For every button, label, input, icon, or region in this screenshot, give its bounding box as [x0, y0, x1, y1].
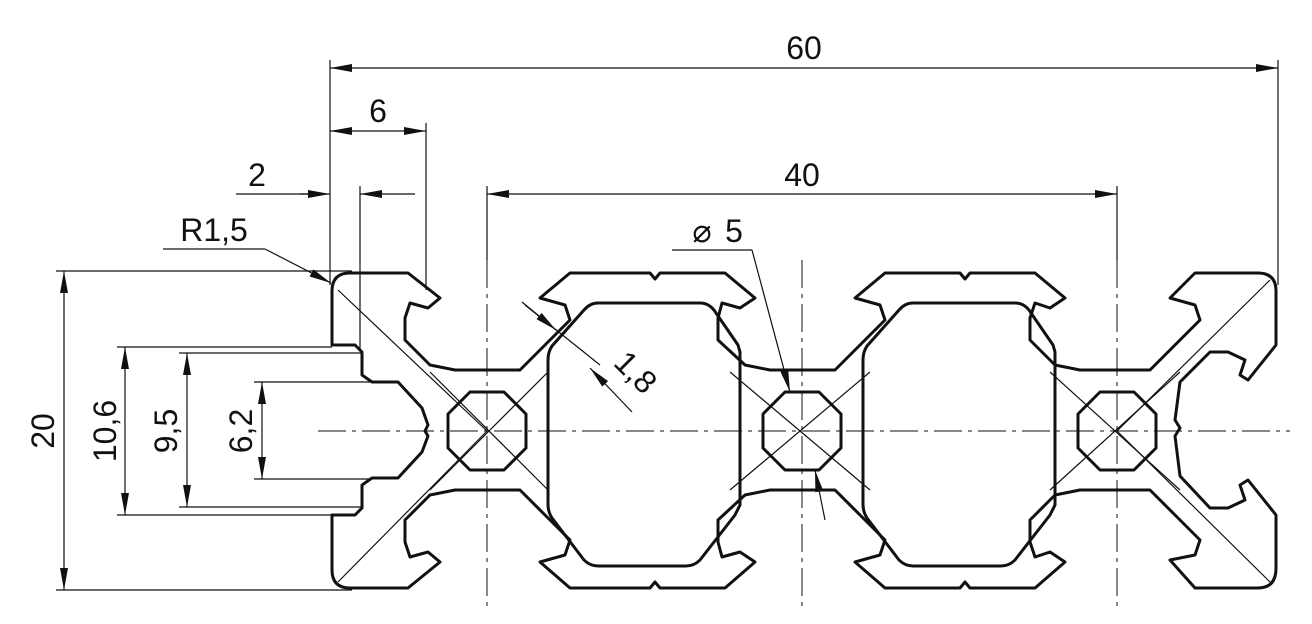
dimension-overall-height: 20 — [25, 270, 352, 591]
corner-radius-label: R1,5 — [180, 212, 248, 248]
slot-outer-width-label: 10,6 — [87, 400, 123, 462]
dimension-web-thickness: 1,8 — [521, 301, 664, 413]
diameter-symbol: ⌀ — [692, 213, 711, 249]
profile-outline — [330, 271, 1278, 590]
center-lines — [318, 260, 1290, 606]
slot-inner-width-label: 9,5 — [148, 409, 184, 453]
dimension-corner-radius: R1,5 — [163, 212, 332, 284]
slot-opening-label: 6,2 — [223, 409, 259, 453]
construction-lines — [337, 279, 1271, 583]
dimension-slot-offset: 6 — [330, 93, 427, 290]
bore-diameter-label: 5 — [725, 213, 743, 249]
cavity-left — [546, 301, 742, 568]
dimension-slot-pitch: 40 — [486, 157, 1118, 260]
dimension-wall-thickness: 2 — [236, 157, 415, 350]
slot-offset-label: 6 — [369, 93, 387, 129]
bore-left — [446, 390, 528, 472]
cavity-right — [861, 301, 1057, 568]
outer-contour — [330, 271, 1278, 590]
dimension-bore-diameter: ⌀ 5 — [672, 213, 826, 521]
dimension-slot-outer-width: 10,6 — [87, 346, 332, 516]
dimension-slot-inner-width: 9,5 — [148, 352, 362, 508]
bore-right — [1076, 390, 1158, 472]
dimension-overall-width: 60 — [329, 30, 1279, 285]
dimension-slot-opening: 6,2 — [223, 381, 372, 480]
slot-pitch-label: 40 — [784, 157, 820, 193]
web-thickness-label: 1,8 — [607, 344, 664, 401]
wall-thickness-label: 2 — [248, 157, 266, 193]
overall-height-label: 20 — [25, 413, 61, 449]
overall-width-label: 60 — [786, 30, 822, 66]
